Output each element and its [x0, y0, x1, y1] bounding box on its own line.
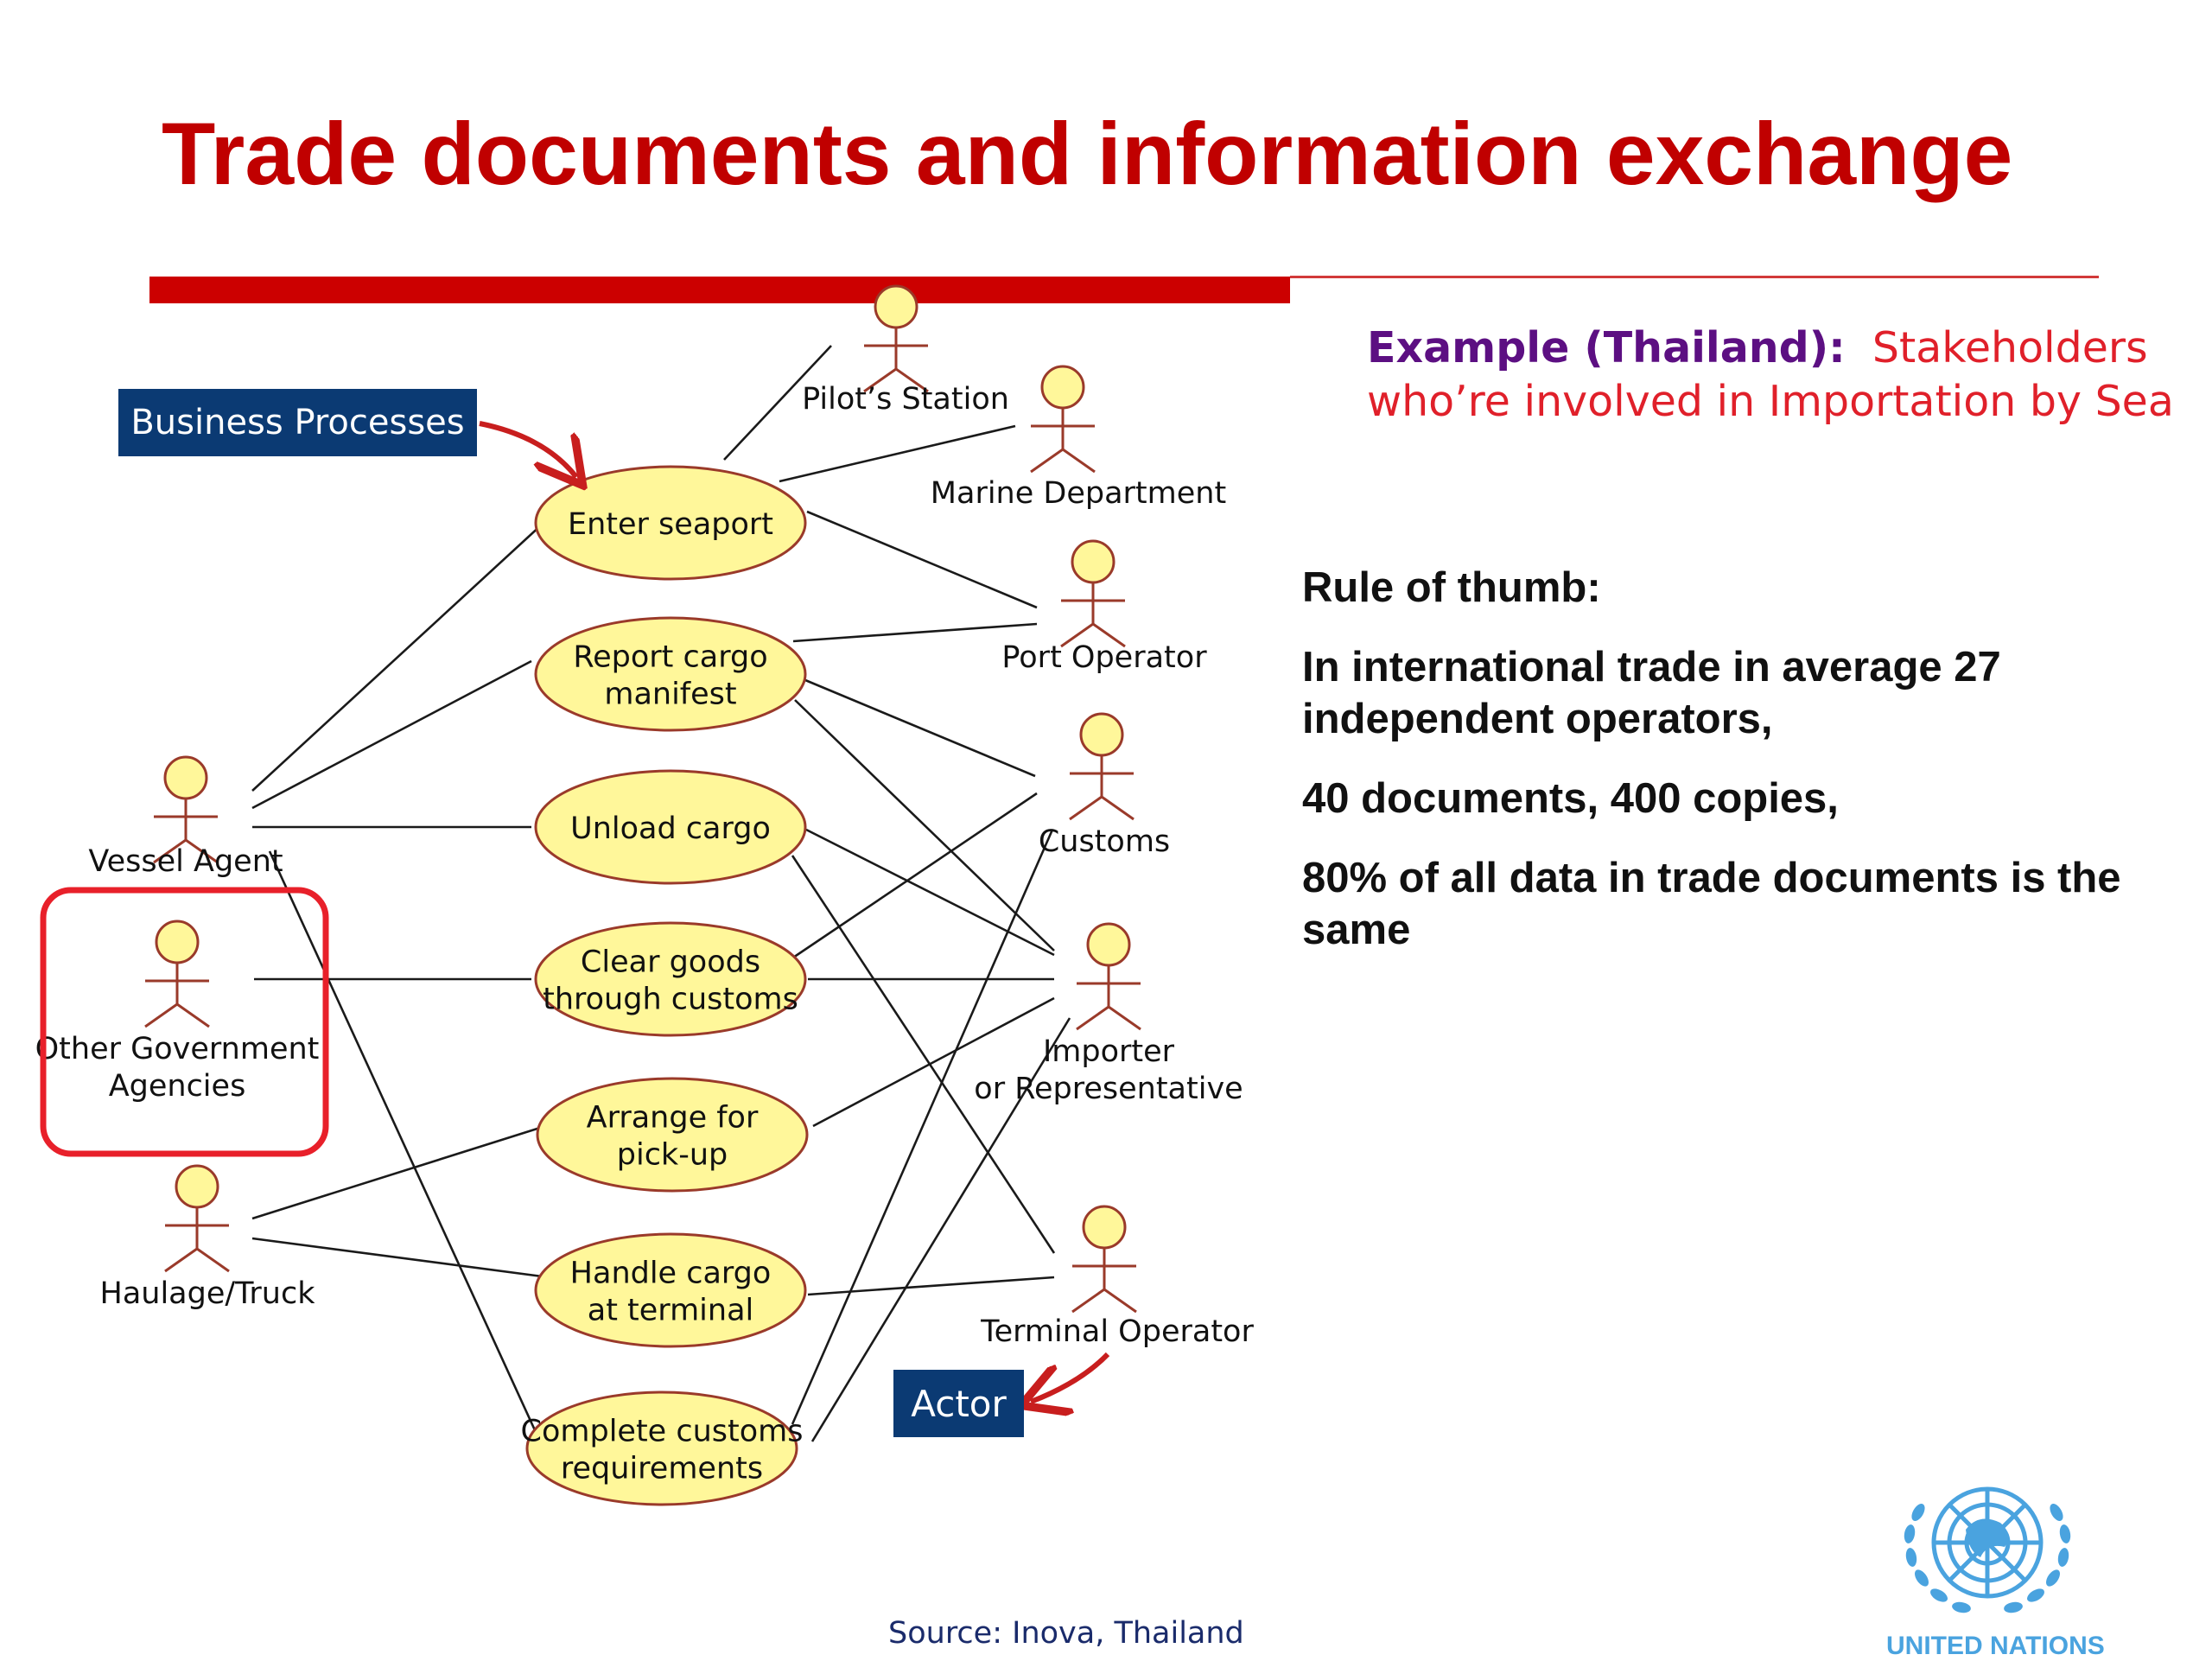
use-case-oval: [534, 921, 807, 1037]
use-case-label: at terminal: [588, 1294, 754, 1328]
actor-head: [1086, 922, 1131, 967]
actor-head: [163, 755, 208, 800]
actor-leg-right: [185, 838, 219, 864]
actor-head: [1082, 1205, 1127, 1250]
association-lines: [251, 345, 1071, 1442]
use-case: Enter seaport: [534, 465, 807, 581]
rules-heading: Rule of thumb:: [1302, 564, 1601, 611]
use-case-label: pick-up: [617, 1138, 728, 1173]
actor-label: Vessel Agent: [88, 844, 283, 879]
rule-of-thumb: Rule of thumb: In international trade in…: [1302, 562, 2166, 983]
actor-label: or Representative: [974, 1072, 1243, 1106]
title-underline-thin: [1290, 276, 2099, 278]
actor-label: Customs: [1039, 824, 1170, 859]
actor-leg-left: [863, 367, 897, 393]
actor-leg-right: [1103, 1288, 1137, 1314]
actor-head: [874, 284, 918, 329]
actor-label: Pilot’s Station: [802, 382, 1009, 417]
use-case-label: Arrange for: [587, 1101, 759, 1136]
actor-leg-left: [144, 1002, 178, 1028]
actor-arrow: [1031, 1352, 1110, 1402]
use-case-label: manifest: [604, 678, 736, 712]
use-case-oval: [534, 616, 807, 732]
use-case-label: Unload cargo: [570, 811, 771, 846]
actor-leg-left: [1060, 622, 1094, 648]
use-case-label: Report cargo: [573, 640, 767, 675]
actor-head: [1079, 712, 1124, 757]
actor-figure: Haulage/Truck: [100, 1164, 316, 1311]
use-case: Unload cargo: [534, 769, 807, 885]
actor-leg-right: [1062, 448, 1096, 474]
actor-label: Importer: [1043, 1034, 1175, 1069]
actor-figure: Customs: [1039, 712, 1170, 859]
slide-title: Trade documents and information exchange: [162, 105, 2013, 203]
use-case-label: Complete customs: [521, 1415, 804, 1449]
actor-head: [1071, 539, 1116, 584]
use-case-label: Enter seaport: [568, 507, 773, 542]
actor-label: Marine Department: [931, 476, 1226, 511]
use-case-oval: [534, 769, 807, 885]
actor-label: Other Government: [35, 1032, 320, 1066]
actor-leg-right: [176, 1002, 210, 1028]
actor-head: [1040, 365, 1085, 410]
source-note: Source: Inova, Thailand: [888, 1616, 1244, 1651]
actor-figure: Marine Department: [931, 365, 1226, 511]
actor-label: Port Operator: [1001, 640, 1207, 675]
actor-figure: Vessel Agent: [88, 755, 283, 879]
actor-leg-left: [164, 1247, 198, 1273]
use-case-label: Clear goods: [581, 945, 760, 980]
use-case-label: through customs: [543, 983, 798, 1017]
actor-label: Haulage/Truck: [100, 1276, 316, 1311]
rules-line-operators: In international trade in average 27 ind…: [1302, 644, 2001, 742]
use-case-oval: [534, 1232, 807, 1348]
actor-leg-right: [196, 1247, 230, 1273]
actor-leg-right: [895, 367, 929, 393]
actor-head: [155, 920, 200, 964]
highlight-box: [40, 887, 329, 1157]
actor-leg-left: [153, 838, 187, 864]
actor-head: [175, 1164, 219, 1209]
actor-leg-right: [1092, 622, 1126, 648]
use-case-label: requirements: [561, 1452, 763, 1486]
actor-leg-left: [1076, 1005, 1109, 1031]
actor-figure: Terminal Operator: [980, 1205, 1254, 1349]
use-case-label: Handle cargo: [570, 1257, 772, 1291]
example-caption: Example (Thailand): Stakeholders who’re …: [1367, 321, 2196, 429]
example-body: Stakeholders who’re involved in Importat…: [1367, 323, 2174, 426]
rules-line-data: 80% of all data in trade documents is th…: [1302, 855, 2121, 953]
example-heading: Example (Thailand):: [1367, 323, 1846, 372]
business-processes-label: Business Processes: [118, 389, 477, 456]
actor-figure: Pilot’s Station: [802, 284, 1009, 417]
actor-label: Terminal Operator: [980, 1314, 1254, 1349]
actor-leg-right: [1108, 1005, 1141, 1031]
un-logo-text: UNITED NATIONS: [1886, 1632, 2105, 1660]
title-underline-thick: [149, 277, 1290, 303]
use-case-oval: [525, 1391, 798, 1506]
actor-leg-left: [1069, 795, 1103, 821]
use-case-oval: [536, 1077, 809, 1193]
un-emblem-icon: [1904, 1486, 2071, 1613]
business-processes-arrow: [479, 421, 576, 477]
actor-leg-left: [1071, 1288, 1105, 1314]
rules-line-documents: 40 documents, 400 copies,: [1302, 775, 1839, 822]
actor-figure: Port Operator: [1001, 539, 1207, 675]
actor-label: Agencies: [109, 1069, 246, 1104]
actor-label: Actor: [893, 1370, 1024, 1437]
actor-leg-right: [1101, 795, 1135, 821]
actor-leg-left: [1030, 448, 1064, 474]
use-case-oval: [534, 465, 807, 581]
